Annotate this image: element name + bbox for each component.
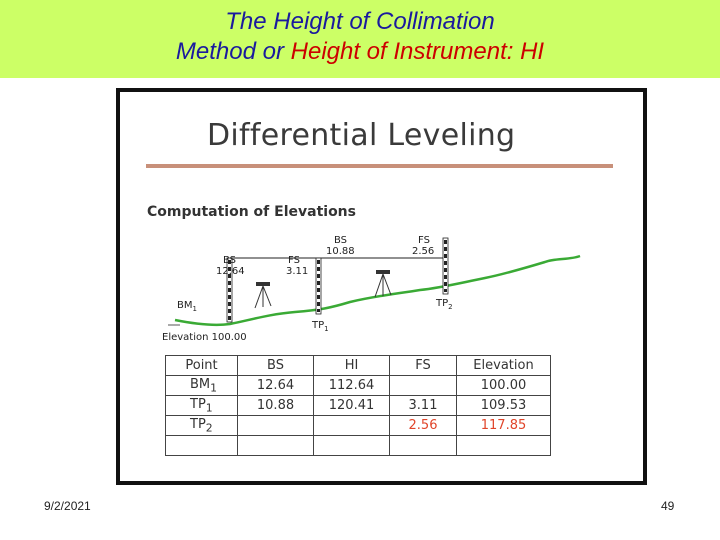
slide-subheading: Computation of Elevations: [147, 204, 356, 220]
table-row-empty: [165, 435, 551, 456]
slide-title-line1: The Height of Collimation: [225, 8, 495, 35]
level-rod-tp1: [315, 257, 322, 315]
footer-date: 9/2/2021: [44, 499, 91, 513]
level-instrument-2: [374, 270, 392, 298]
level-rod-bm1: [226, 257, 233, 323]
cell-bs: [237, 435, 314, 456]
bs2-value: 10.88: [326, 246, 355, 257]
cell-fs: 3.11: [389, 395, 457, 416]
table-header-row: Point BS HI FS Elevation: [165, 355, 551, 376]
heading-rule: [146, 164, 613, 168]
elevation-table: Point BS HI FS Elevation BM1 12.64 112.6…: [165, 355, 551, 456]
cell-bs: 10.88: [237, 395, 314, 416]
tp2-label: TP2: [435, 298, 453, 311]
page-number: 49: [661, 499, 675, 513]
cell-fs: [389, 435, 457, 456]
col-header-hi: HI: [313, 355, 390, 376]
cell-hi: 120.41: [313, 395, 390, 416]
cell-point: TP1: [165, 395, 238, 416]
level-rod-tp2: [442, 237, 449, 295]
bs1-value: 12.64: [216, 266, 245, 277]
level-instrument-1: [254, 282, 272, 309]
bs1-label: BS: [223, 255, 236, 266]
fs1-label: FS: [288, 255, 300, 266]
col-header-fs: FS: [389, 355, 457, 376]
cell-fs-highlight: 2.56: [389, 415, 457, 436]
cell-elevation: [456, 435, 551, 456]
embedded-slide-image: Differential Leveling Computation of Ele…: [116, 88, 647, 485]
cell-hi: [313, 415, 390, 436]
cell-hi: [313, 435, 390, 456]
slide-heading: Differential Leveling: [207, 118, 516, 153]
cell-fs: [389, 375, 457, 396]
leveling-diagram: BS 12.64 FS 3.11 BS 10.88 FS 2.56 BM1 TP…: [162, 235, 581, 343]
cell-elevation: 109.53: [456, 395, 551, 416]
fs2-label: FS: [418, 235, 430, 246]
cell-bs: [237, 415, 314, 436]
table-row: TP1 10.88 120.41 3.11 109.53: [165, 395, 551, 416]
fs1-value: 3.11: [286, 266, 308, 277]
ground-line: [174, 254, 581, 327]
bm-label: BM1: [177, 300, 197, 313]
col-header-point: Point: [165, 355, 238, 376]
slide-title-line2: Method or Height of Instrument: HI: [0, 37, 720, 67]
table-row: BM1 12.64 112.64 100.00: [165, 375, 551, 396]
cell-point: [165, 435, 238, 456]
bs2-label: BS: [334, 235, 347, 246]
title-bar: The Height of Collimation Method or Heig…: [0, 0, 720, 78]
table-row: TP2 2.56 117.85: [165, 415, 551, 436]
cell-point: BM1: [165, 375, 238, 396]
title-line2-highlight: Height of Instrument: HI: [290, 38, 545, 65]
elevation-note: Elevation 100.00: [162, 332, 247, 343]
cell-elevation: 100.00: [456, 375, 551, 396]
fs2-value: 2.56: [412, 246, 434, 257]
col-header-elevation: Elevation: [456, 355, 551, 376]
cell-bs: 12.64: [237, 375, 314, 396]
title-line2-prefix: Method or: [175, 38, 291, 65]
col-header-bs: BS: [237, 355, 314, 376]
cell-point: TP2: [165, 415, 238, 436]
tp1-label: TP1: [311, 320, 329, 333]
cell-elevation-highlight: 117.85: [456, 415, 551, 436]
cell-hi: 112.64: [313, 375, 390, 396]
embedded-slide: Differential Leveling Computation of Ele…: [120, 92, 643, 481]
